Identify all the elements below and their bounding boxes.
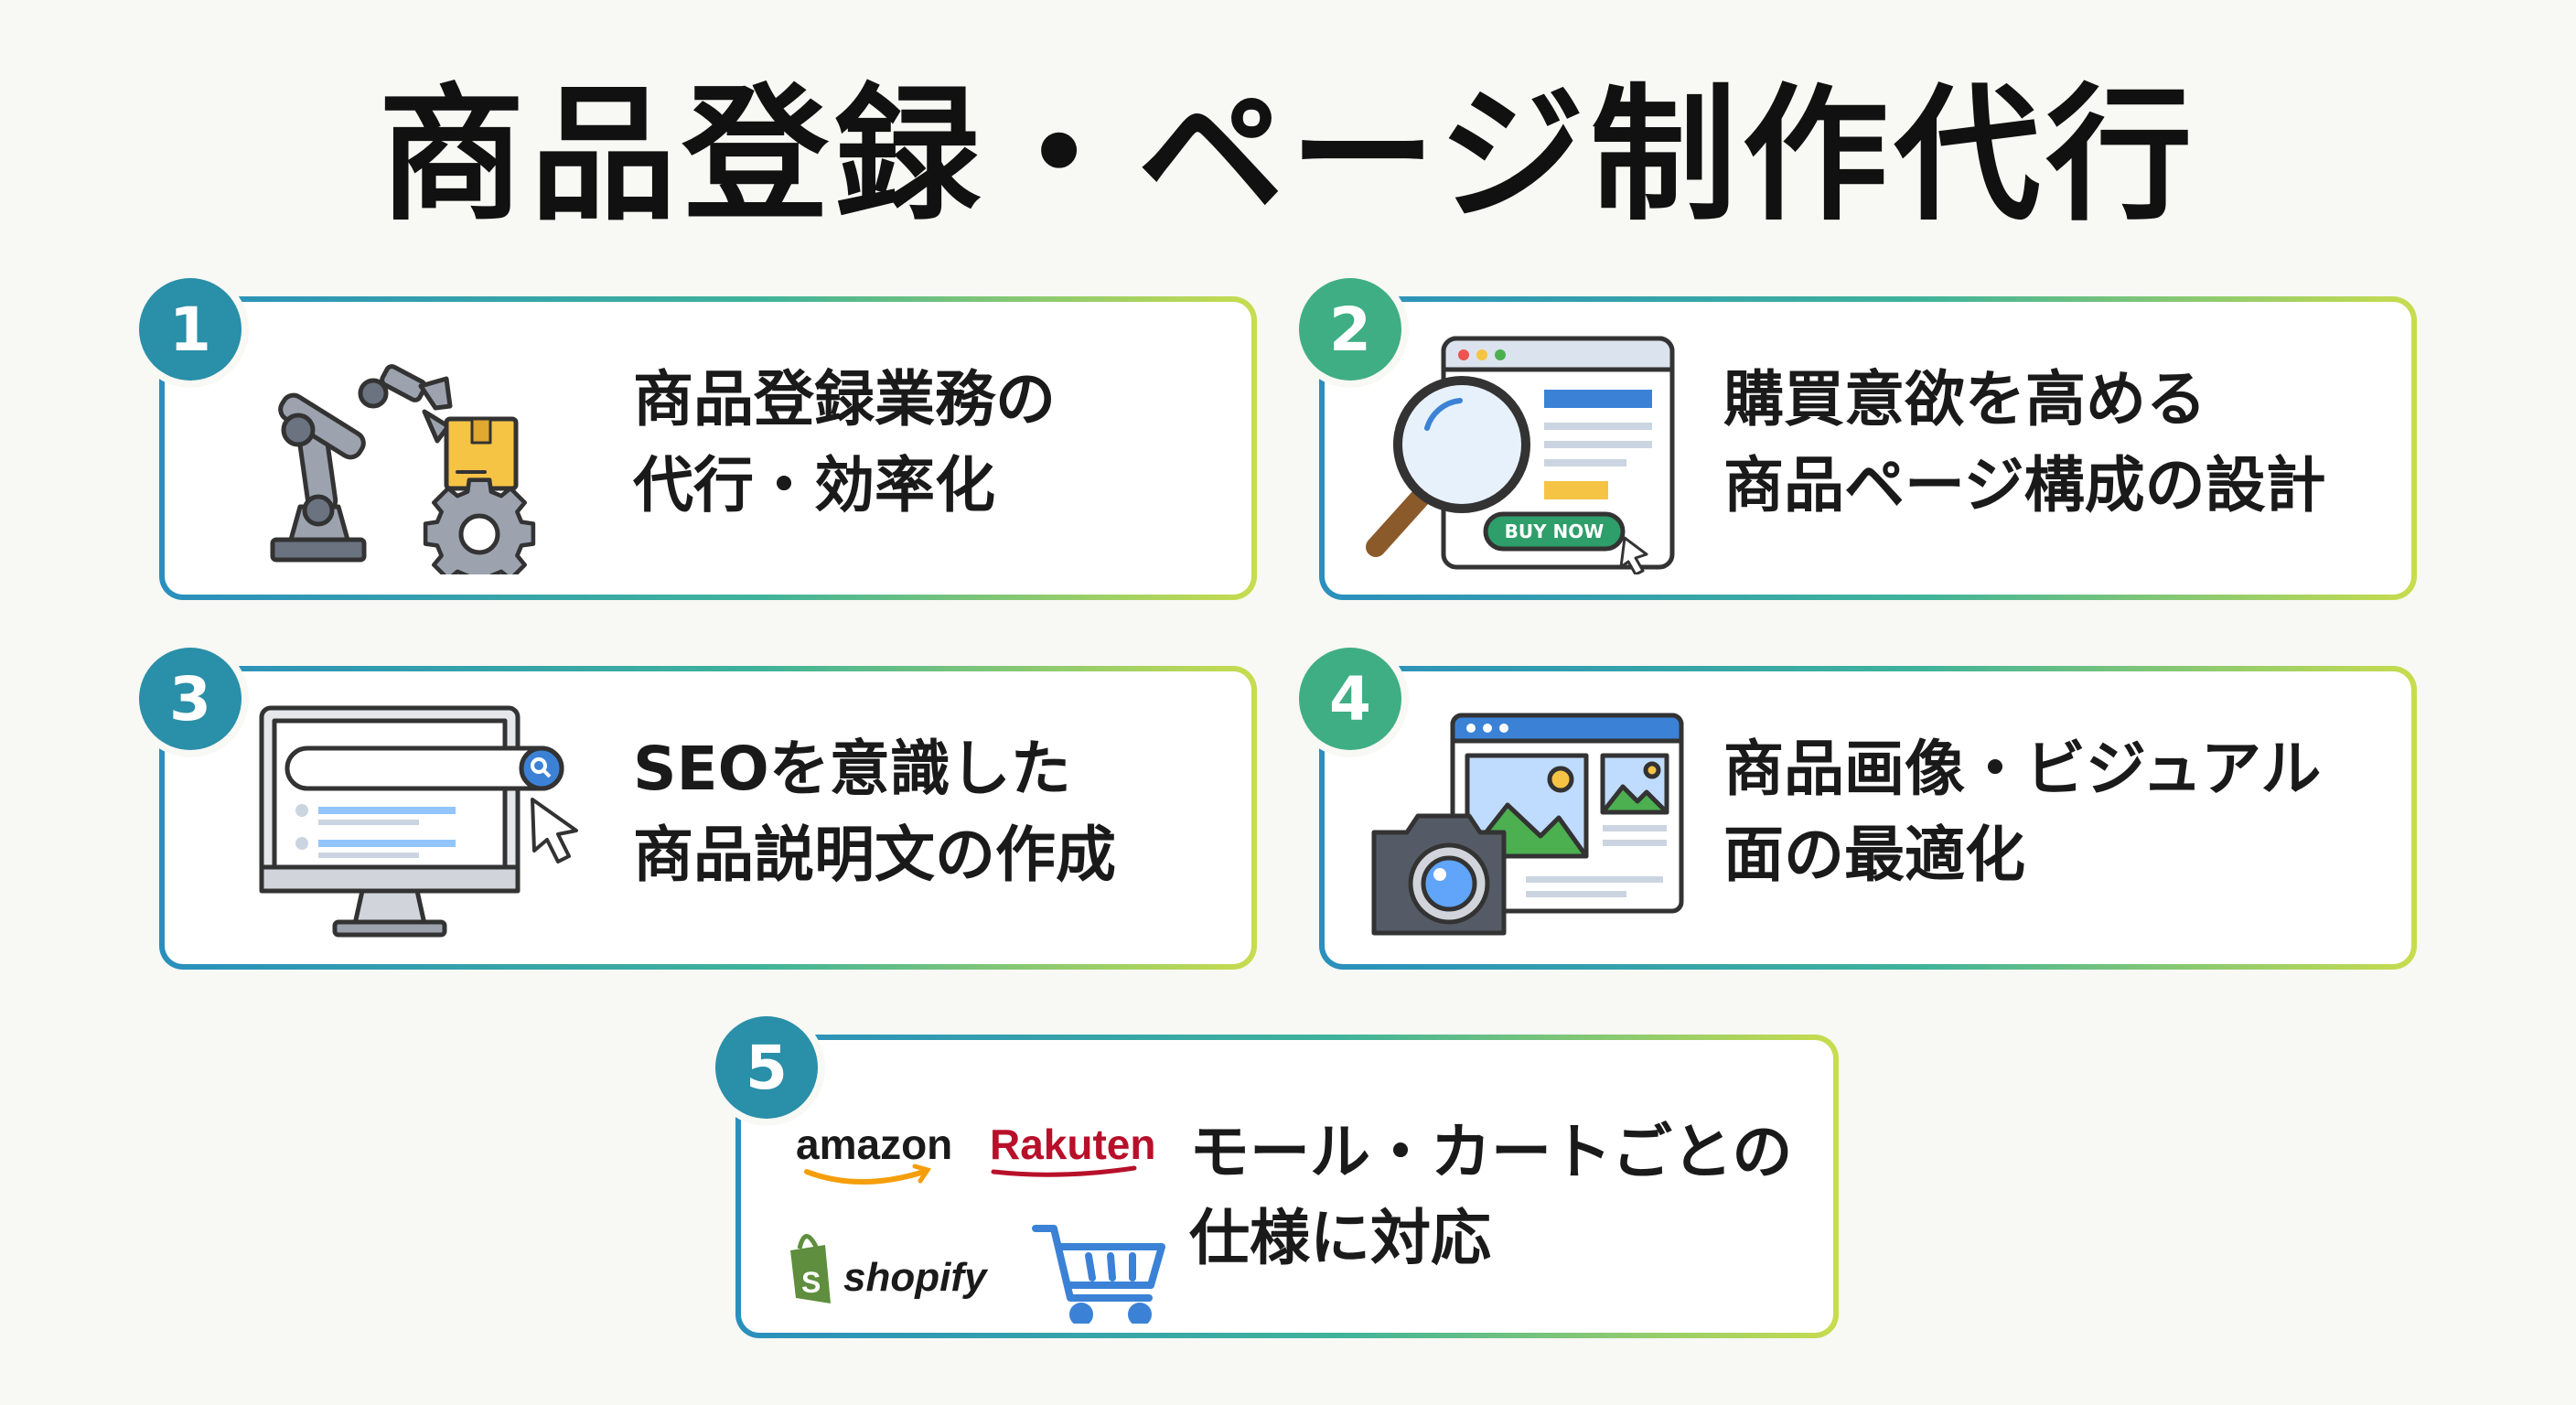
step-badge-1: 1 <box>139 278 242 381</box>
feature-card-2: 2 BUY NOW 購買意欲を高める <box>1299 278 2419 600</box>
card-text-4: 商品画像・ビジュアル 面の最適化 <box>1723 726 2419 898</box>
shopify-logo: shopify <box>843 1255 989 1300</box>
card-line: 商品登録業務の <box>633 364 1056 434</box>
card-line: 商品説明文の作成 <box>633 820 1116 890</box>
card-text-2: 購買意欲を高める 商品ページ構成の設計 <box>1723 357 2419 529</box>
svg-text:S: S <box>801 1266 821 1299</box>
step-badge-2: 2 <box>1299 278 1401 381</box>
feature-card-1: 1 商品登録 <box>139 278 1257 600</box>
camera-gallery-icon <box>1361 697 1690 944</box>
card-line: SEOを意識した <box>633 734 1071 804</box>
monitor-search-icon <box>254 697 593 944</box>
card-text-1: 商品登録業務の 代行・効率化 <box>633 357 1255 529</box>
rakuten-logo: Rakuten <box>990 1121 1155 1168</box>
shopping-cart-icon <box>1032 1225 1165 1326</box>
amazon-logo: amazon <box>796 1121 952 1168</box>
card-line: 仕様に対応 <box>1189 1203 1491 1273</box>
feature-card-5: 5 amazon Rakuten S shopify <box>715 1016 1839 1338</box>
step-badge-4: 4 <box>1299 648 1401 750</box>
card-line: 購買意欲を高める <box>1723 364 2206 434</box>
buy-now-button: BUY NOW <box>1505 520 1605 542</box>
robot-arm-icon <box>254 327 593 590</box>
card-line: モール・カートごとの <box>1189 1117 1793 1187</box>
card-line: 代行・効率化 <box>633 450 995 520</box>
card-line: 面の最適化 <box>1723 820 2025 890</box>
card-line: 商品画像・ビジュアル <box>1723 734 2322 804</box>
platform-logos: amazon Rakuten S shopify <box>787 1086 1180 1326</box>
shopify-bag-icon: S <box>790 1234 831 1303</box>
step-badge-3: 3 <box>139 648 242 750</box>
feature-card-3: 3 SEOを意識した 商品説明 <box>139 648 1257 970</box>
page-title: 商品登録・ページ制作代行 <box>378 70 2198 241</box>
magnifier-webpage-icon: BUY NOW <box>1361 327 1690 576</box>
feature-card-4: 4 <box>1299 648 2419 970</box>
step-badge-5: 5 <box>715 1016 818 1119</box>
card-line: 商品ページ構成の設計 <box>1723 450 2326 520</box>
card-text-3: SEOを意識した 商品説明文の作成 <box>633 726 1255 898</box>
card-text-5: モール・カートごとの 仕様に対応 <box>1189 1110 1830 1282</box>
